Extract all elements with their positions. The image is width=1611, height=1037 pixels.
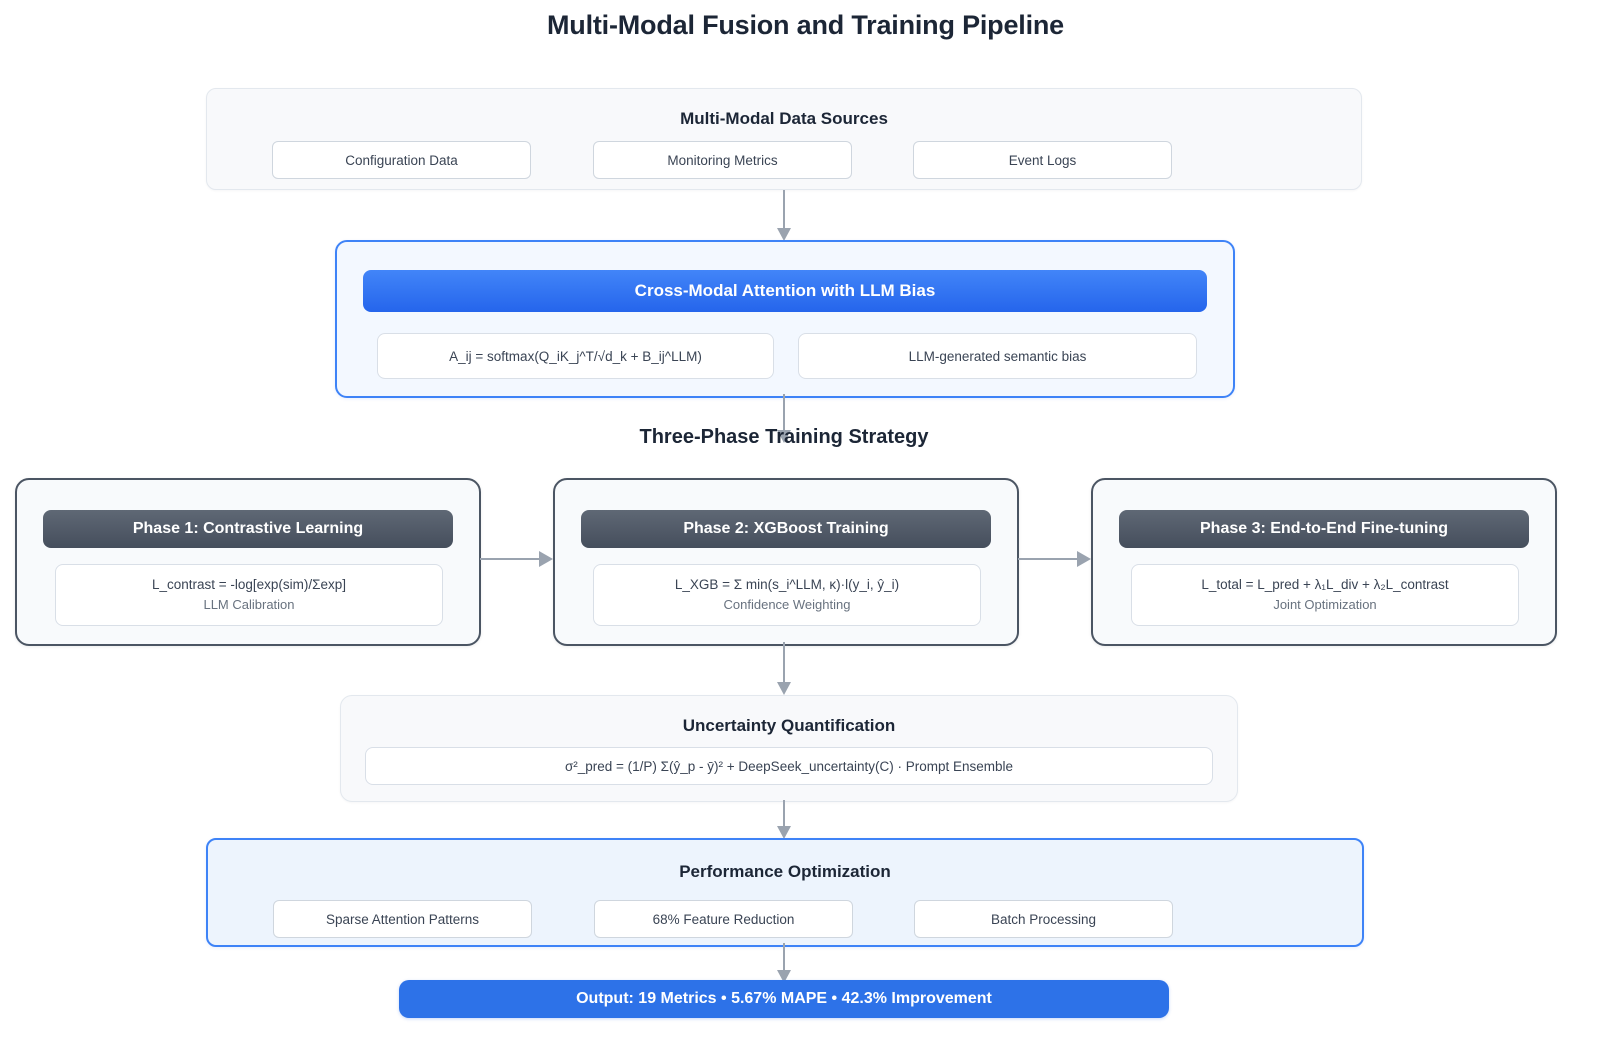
- performance-feature-reduction: 68% Feature Reduction: [594, 900, 853, 938]
- arrow-down-head-icon: [777, 682, 791, 695]
- attention-formula-chip: A_ij = softmax(Q_iK_j^T/√d_k + B_ij^LLM): [377, 333, 774, 379]
- phase-3-label: Joint Optimization: [1273, 596, 1377, 612]
- arrow-right-icon: [480, 558, 539, 560]
- data-source-configuration-data: Configuration Data: [272, 141, 531, 179]
- data-sources-title: Multi-Modal Data Sources: [680, 109, 888, 128]
- arrow-down-head-icon: [777, 970, 791, 983]
- arrow-down-head-icon: [777, 826, 791, 839]
- arrow-down-icon: [783, 800, 785, 826]
- phase-2-header: Phase 2: XGBoost Training: [581, 510, 991, 548]
- data-source-event-logs: Event Logs: [913, 141, 1172, 179]
- phase-3-formula-chip: L_total = L_pred + λ₁L_div + λ₂L_contras…: [1131, 564, 1519, 626]
- data-source-monitoring-metrics: Monitoring Metrics: [593, 141, 852, 179]
- attention-bias-chip: LLM-generated semantic bias: [798, 333, 1197, 379]
- performance-batch-processing: Batch Processing: [914, 900, 1173, 938]
- training-strategy-heading: Three-Phase Training Strategy: [639, 426, 929, 448]
- performance-sparse-attention: Sparse Attention Patterns: [273, 900, 532, 938]
- uncertainty-box: Uncertainty Quantification σ²_pred = (1/…: [340, 695, 1238, 802]
- arrow-right-head-icon: [539, 551, 553, 567]
- arrow-down-head-icon: [777, 228, 791, 241]
- arrow-right-head-icon: [1077, 551, 1091, 567]
- phase-3-box: Phase 3: End-to-End Fine-tuning L_total …: [1091, 478, 1557, 646]
- phase-1-formula-chip: L_contrast = -log[exp(sim)/Σexp] LLM Cal…: [55, 564, 443, 626]
- performance-title: Performance Optimization: [679, 862, 891, 881]
- arrow-down-icon: [783, 943, 785, 970]
- phase-3-header: Phase 3: End-to-End Fine-tuning: [1119, 510, 1529, 548]
- phase-1-label: LLM Calibration: [203, 596, 295, 612]
- phase-2-formula-chip: L_XGB = Σ min(s_i^LLM, κ)·l(y_i, ŷ_i) Co…: [593, 564, 981, 626]
- uncertainty-formula-chip: σ²_pred = (1/P) Σ(ŷ_p - ȳ)² + DeepSeek_u…: [365, 747, 1213, 785]
- uncertainty-title: Uncertainty Quantification: [682, 716, 896, 735]
- phase-2-formula: L_XGB = Σ min(s_i^LLM, κ)·l(y_i, ŷ_i): [674, 577, 900, 592]
- arrow-right-icon: [1018, 558, 1077, 560]
- phase-1-box: Phase 1: Contrastive Learning L_contrast…: [15, 478, 481, 646]
- data-sources-box: Multi-Modal Data Sources Configuration D…: [206, 88, 1362, 190]
- performance-box: Performance Optimization Sparse Attentio…: [206, 838, 1364, 947]
- phase-3-formula: L_total = L_pred + λ₁L_div + λ₂L_contras…: [1201, 577, 1449, 592]
- phase-2-box: Phase 2: XGBoost Training L_XGB = Σ min(…: [553, 478, 1019, 646]
- cross-modal-attention-box: Cross-Modal Attention with LLM Bias A_ij…: [335, 240, 1235, 398]
- arrow-down-icon: [783, 190, 785, 228]
- arrow-down-head-icon: [777, 430, 791, 443]
- arrow-down-icon: [783, 394, 785, 430]
- cross-modal-attention-header: Cross-Modal Attention with LLM Bias: [363, 270, 1207, 312]
- phase-1-header: Phase 1: Contrastive Learning: [43, 510, 453, 548]
- arrow-down-icon: [783, 642, 785, 682]
- phase-1-formula: L_contrast = -log[exp(sim)/Σexp]: [151, 577, 347, 592]
- output-pill: Output: 19 Metrics • 5.67% MAPE • 42.3% …: [399, 980, 1169, 1018]
- page-title: Multi-Modal Fusion and Training Pipeline: [547, 10, 1064, 40]
- phase-2-label: Confidence Weighting: [723, 596, 851, 612]
